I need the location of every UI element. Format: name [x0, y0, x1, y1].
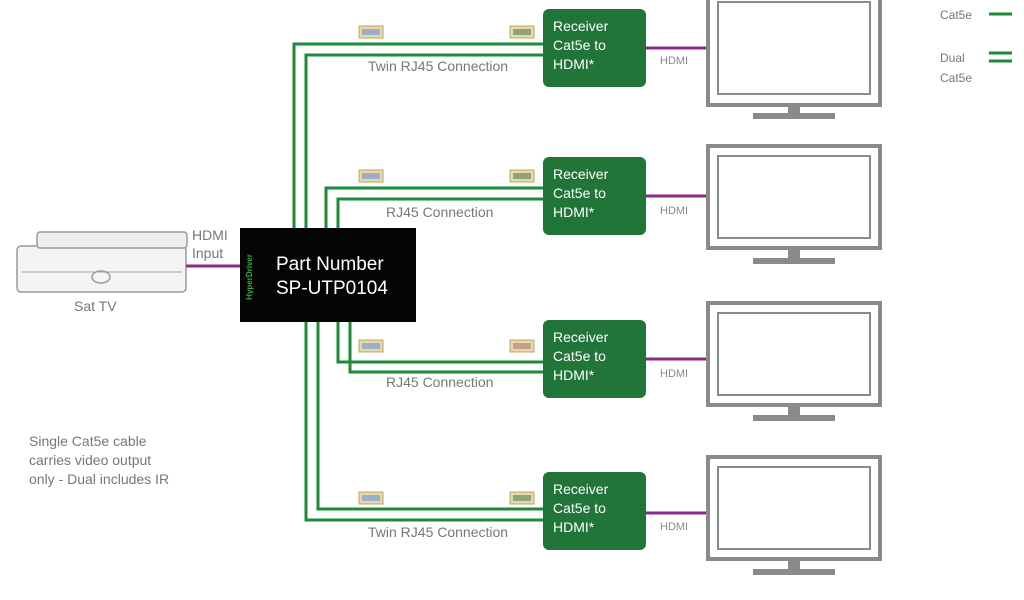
receiver-1-line3: HDMI* [553, 56, 595, 72]
rj45-connector-icons [358, 25, 535, 505]
hub-part-number: SP-UTP0104 [276, 278, 388, 299]
tv-icon-2 [706, 144, 882, 264]
receiver-3-line3: HDMI* [553, 367, 595, 383]
hub-brand-logo: HyperDriver [245, 254, 254, 300]
receiver-3-line1: Receiver [553, 329, 609, 345]
connection-label-3: RJ45 Connection [386, 374, 494, 390]
receiver-4-line2: Cat5e to [553, 500, 606, 516]
dual-cat5e-cable-1 [292, 42, 543, 228]
connection-label-4: Twin RJ45 Connection [368, 524, 509, 540]
legend-dual-cable-swatch [989, 51, 1012, 63]
hdmi-output-label-2: HDMI [660, 205, 689, 217]
dual-cat5e-cable-4 [304, 322, 543, 522]
receiver-4-line1: Receiver [553, 481, 609, 497]
tv-icon-1 [706, 0, 882, 119]
connection-label-1: Twin RJ45 Connection [368, 58, 509, 74]
tv-icon-3 [706, 301, 882, 421]
cable-note-line1: Single Cat5e cable [29, 433, 147, 449]
sat-tv-label: Sat TV [74, 298, 117, 314]
single-cat5e-cable-3 [336, 322, 543, 374]
cable-note-line2: carries video output [29, 452, 152, 468]
receiver-2-line2: Cat5e to [553, 185, 606, 201]
single-cat5e-cable-2 [324, 186, 543, 228]
hdmi-output-label-3: HDMI [660, 368, 689, 380]
legend-single-label: Cat5e [940, 8, 973, 22]
legend-dual-label-line1: Dual [940, 51, 965, 65]
hdmi-output-label-4: HDMI [660, 521, 689, 533]
connection-label-2: RJ45 Connection [386, 204, 494, 220]
receiver-2-line1: Receiver [553, 166, 609, 182]
receiver-4-line3: HDMI* [553, 519, 595, 535]
hdmi-output-label-1: HDMI [660, 55, 689, 67]
receiver-1-line2: Cat5e to [553, 37, 606, 53]
receiver-box-1: Receiver Cat5e to HDMI* [543, 9, 646, 87]
hdmi-output-cables [646, 46, 710, 515]
receiver-box-2: Receiver Cat5e to HDMI* [543, 157, 646, 235]
hub-title: Part Number [276, 254, 384, 275]
hdmi-input-label-line2: Input [192, 245, 224, 261]
receiver-box-4: Receiver Cat5e to HDMI* [543, 472, 646, 550]
cable-note: Single Cat5e cable carries video output … [29, 432, 169, 489]
receiver-2-line3: HDMI* [553, 204, 595, 220]
hdmi-input-label-line1: HDMI [192, 227, 228, 243]
receiver-1-line1: Receiver [553, 18, 609, 34]
receiver-3-line2: Cat5e to [553, 348, 606, 364]
sat-tv-box-icon [16, 231, 188, 293]
part-number-hub: HyperDriver Part Number SP-UTP0104 [240, 228, 416, 322]
legend-dual-label-line2: Cat5e [940, 71, 973, 85]
receiver-box-3: Receiver Cat5e to HDMI* [543, 320, 646, 398]
cable-note-line3: only - Dual includes IR [29, 471, 170, 487]
tv-icon-4 [706, 455, 882, 575]
